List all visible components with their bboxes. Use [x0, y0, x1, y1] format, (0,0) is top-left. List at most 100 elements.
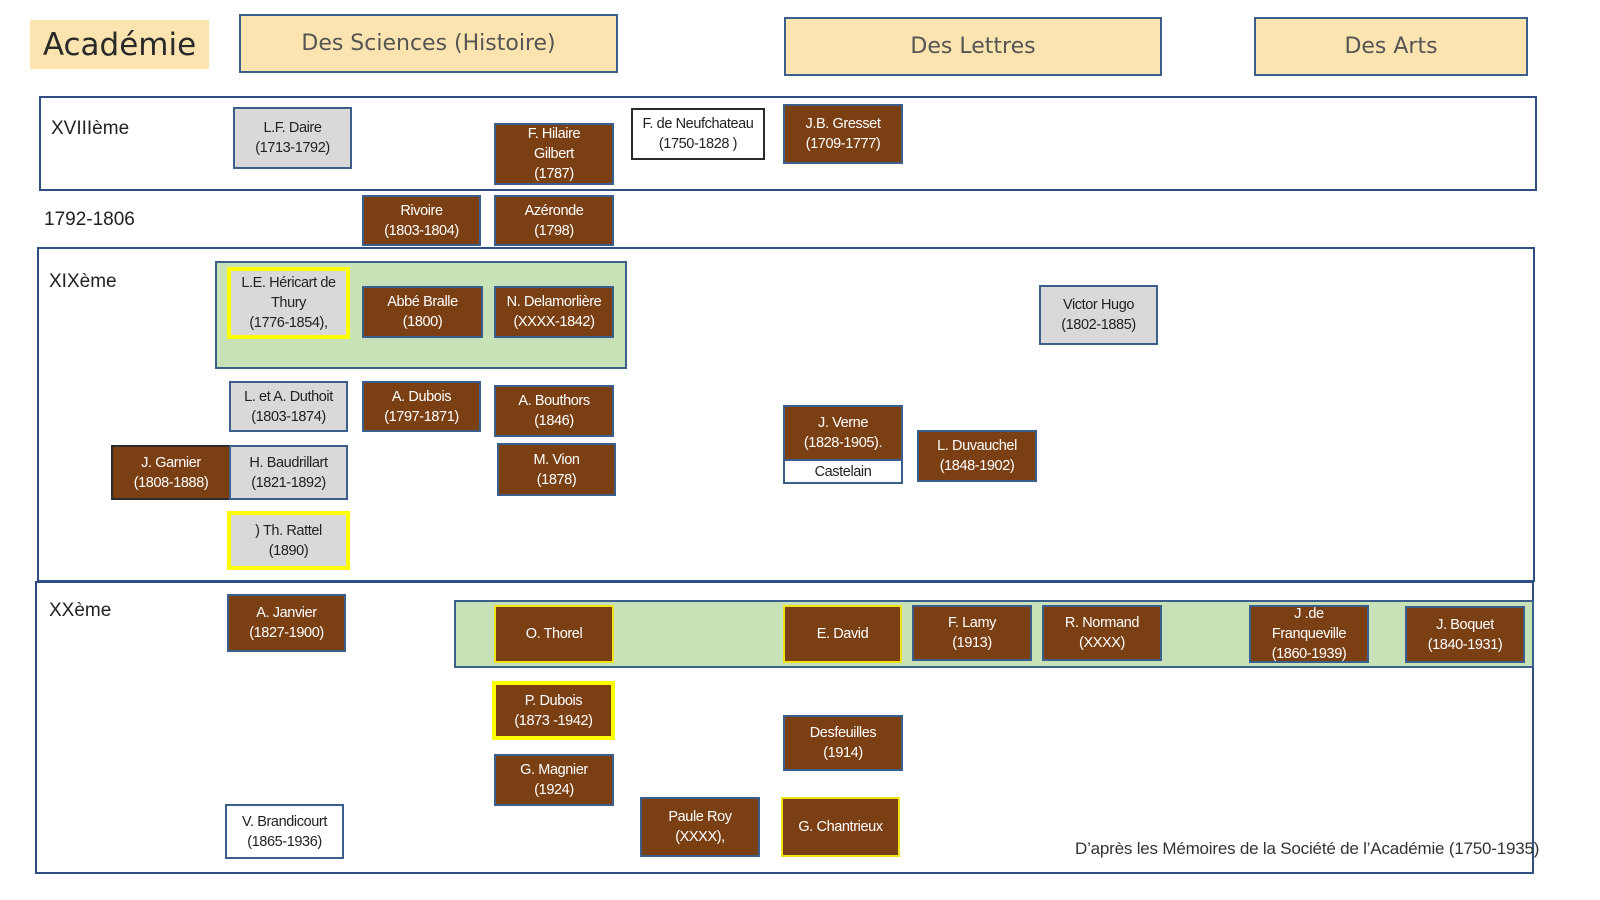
person-box-garnier: J. Garnier (1808-1888) — [111, 445, 231, 500]
person-name: Paule Roy — [668, 809, 732, 825]
person-box-e-david: E. David — [783, 605, 902, 663]
person-dates: (1878) — [536, 471, 577, 488]
person-box-janvier: A. Janvier (1827-1900) — [227, 594, 346, 652]
person-name-2: Thury — [270, 295, 307, 311]
era-label-xx: XXème — [49, 600, 112, 621]
person-box-a-dubois: A. Dubois (1797-1871) — [362, 381, 481, 432]
person-box-gresset: J.B. Gresset (1709-1777) — [783, 104, 903, 164]
person-dates: (1828-1905). — [803, 435, 883, 451]
person-name: R. Normand — [1064, 615, 1140, 631]
person-name: F. Lamy — [948, 615, 996, 631]
person-box-delamorliere: N. Delamorlière (XXXX-1842) — [494, 286, 614, 338]
person-name-2: Franqueville — [1271, 626, 1347, 642]
person-box-rattel: ) Th. Rattel (1890) — [227, 511, 350, 570]
person-name: M. Vion — [533, 451, 580, 468]
person-box-verne: J. Verne (1828-1905). — [783, 405, 903, 461]
person-name: Castelain — [814, 463, 872, 480]
person-dates: (1709-1777) — [805, 136, 881, 152]
person-name: Desfeuilles — [809, 725, 877, 741]
person-name: P. Dubois — [524, 692, 583, 709]
person-box-boquet: J. Boquet (1840-1931) — [1405, 606, 1525, 663]
person-dates: (1914) — [823, 745, 863, 761]
person-dates: (1873 -1942) — [514, 712, 593, 729]
header-sciences: Des Sciences (Histoire) — [239, 14, 618, 73]
person-dates: (1803-1874) — [251, 408, 326, 425]
person-name: F. de Neufchateau — [642, 116, 754, 132]
person-box-baudrillart: H. Baudrillart (1821-1892) — [229, 445, 348, 500]
person-dates: (1798) — [534, 222, 574, 239]
person-name: Azéronde — [524, 202, 584, 219]
person-box-magnier: G. Magnier (1924) — [494, 754, 614, 806]
person-name: L. et A. Duthoit — [244, 388, 333, 405]
person-dates: (XXXX) — [1079, 635, 1125, 651]
person-name: L.E. Héricart de — [241, 275, 336, 291]
person-box-hericart-de-thury: L.E. Héricart de Thury (1776-1854), — [227, 267, 350, 339]
person-dates: (1821-1892) — [251, 474, 326, 491]
person-dates: (1848-1902) — [939, 458, 1015, 474]
person-name: Rivoire — [400, 202, 443, 219]
person-name: ) Th. Rattel — [255, 522, 322, 539]
person-name: A. Bouthors — [518, 393, 590, 409]
person-box-hilaire-gilbert: F. Hilaire Gilbert (1787) — [494, 123, 614, 185]
person-box-normand: R. Normand (XXXX) — [1042, 605, 1162, 661]
person-name: G. Chantrieux — [798, 819, 883, 835]
person-dates: (XXXX), — [675, 829, 725, 845]
person-name: F. Hilaire — [527, 126, 581, 142]
person-dates: (XXXX-1842) — [513, 314, 595, 330]
person-name: V. Brandicourt — [242, 813, 327, 830]
section-xviii — [39, 96, 1537, 191]
person-dates: (1840-1931) — [1427, 636, 1503, 653]
header-lettres: Des Lettres — [784, 17, 1162, 76]
person-dates: (1800) — [402, 314, 443, 330]
era-label-xviii: XVIIIème — [51, 118, 130, 139]
person-name: E. David — [816, 626, 869, 642]
person-name: J.B. Gresset — [805, 116, 881, 132]
person-box-victor-hugo: Victor Hugo (1802-1885) — [1039, 285, 1158, 345]
person-dates: (1860-1939) — [1271, 646, 1347, 662]
person-name: O. Thorel — [525, 626, 583, 642]
person-box-duthoit: L. et A. Duthoit (1803-1874) — [229, 381, 348, 432]
person-dates: (1890) — [268, 542, 309, 559]
person-name: Abbé Bralle — [387, 294, 458, 310]
page-title: Académie — [30, 20, 209, 69]
person-name: L. Duvauchel — [937, 438, 1017, 454]
person-name: G. Magnier — [520, 762, 588, 778]
person-box-neufchateau: F. de Neufchateau (1750-1828 ) — [631, 108, 765, 160]
person-box-bouthors: A. Bouthors (1846) — [494, 385, 614, 437]
person-box-rivoire: Rivoire (1803-1804) — [362, 195, 481, 246]
person-box-daire: L.F. Daire (1713-1792) — [233, 107, 352, 169]
person-box-desfeuilles: Desfeuilles (1914) — [783, 715, 903, 771]
person-box-castelain: Castelain — [783, 459, 903, 484]
section-xx — [35, 581, 1534, 874]
source-caption: D’après les Mémoires de la Société de l’… — [1075, 839, 1540, 858]
person-dates: (1750-1828 ) — [658, 136, 738, 152]
person-dates: (1776-1854), — [249, 315, 328, 331]
person-box-bralle: Abbé Bralle (1800) — [362, 286, 483, 338]
era-label-1792-1806: 1792-1806 — [44, 209, 135, 230]
person-name: N. Delamorlière — [506, 294, 602, 310]
person-name-2: Gilbert — [534, 146, 574, 162]
person-dates: (1713-1792) — [255, 140, 330, 156]
person-name: Victor Hugo — [1062, 297, 1135, 313]
person-box-p-dubois: P. Dubois (1873 -1942) — [492, 681, 615, 740]
person-dates: (1846) — [534, 413, 574, 429]
person-dates: (1802-1885) — [1061, 317, 1136, 333]
person-box-paule-roy: Paule Roy (XXXX), — [640, 797, 760, 857]
person-box-thorel: O. Thorel — [494, 605, 614, 663]
person-box-duvauchel: L. Duvauchel (1848-1902) — [917, 430, 1037, 482]
person-dates: (1865-1936) — [247, 833, 322, 850]
person-box-franqueville: J .de Franqueville (1860-1939) — [1249, 605, 1369, 663]
person-name: L.F. Daire — [263, 120, 322, 136]
person-box-lamy: F. Lamy (1913) — [912, 605, 1032, 661]
person-box-azeronde: Azéronde (1798) — [494, 195, 614, 246]
person-dates: (1827-1900) — [249, 625, 324, 641]
person-dates: (1913) — [952, 635, 992, 651]
person-dates: (1797-1871) — [384, 408, 459, 425]
person-dates: (1808-1888) — [133, 474, 209, 491]
person-dates: (1787) — [534, 166, 574, 182]
person-name: J .de — [1294, 606, 1324, 622]
person-box-vion: M. Vion (1878) — [497, 443, 616, 496]
person-name: J. Garnier — [141, 454, 201, 471]
person-box-brandicourt: V. Brandicourt (1865-1936) — [225, 804, 344, 859]
person-name: A. Janvier — [256, 605, 317, 621]
